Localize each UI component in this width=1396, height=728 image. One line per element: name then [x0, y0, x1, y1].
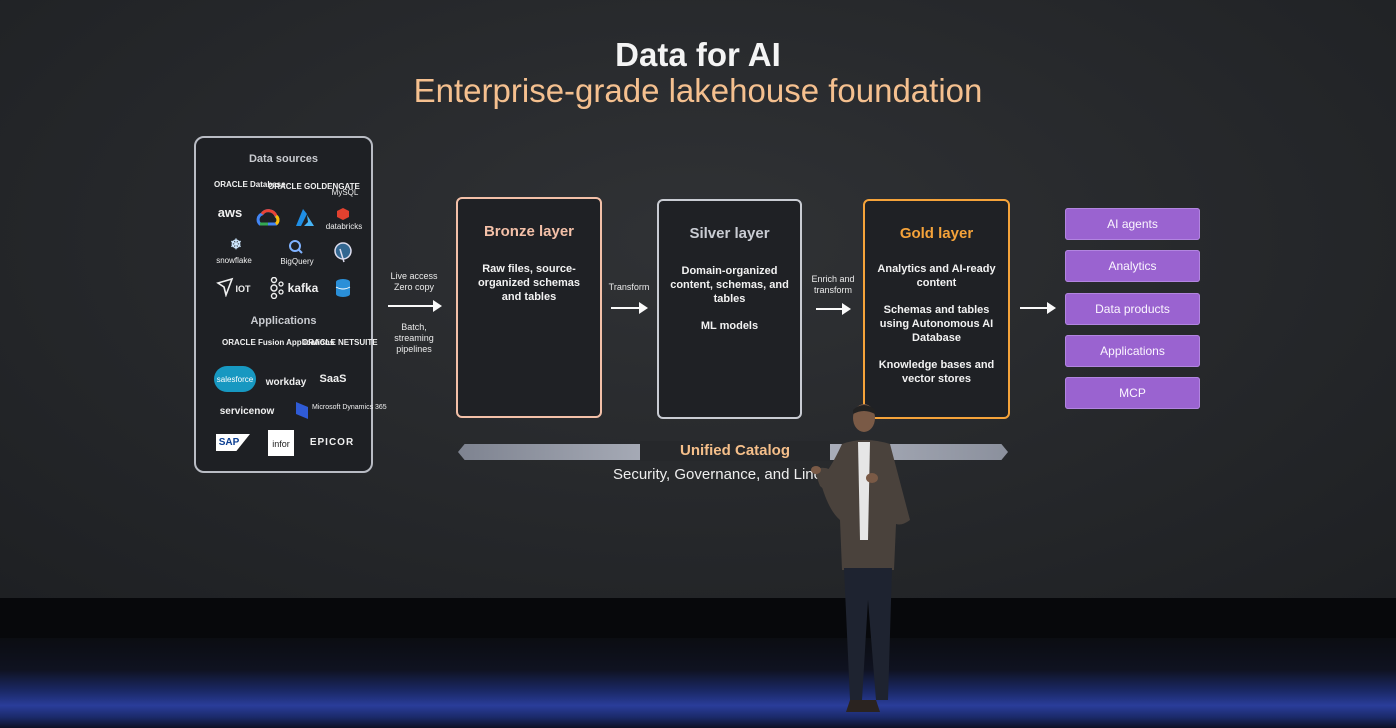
silver-layer-box: Silver layer Domain-organized content, s… [657, 199, 802, 419]
slide-title: Data for AI [615, 36, 781, 73]
oracle-goldengate-logo: ORACLE GOLDENGATE [268, 182, 360, 191]
gold-layer-text-1: Analytics and AI-ready content [877, 263, 996, 289]
saas-logo: SaaS [319, 373, 347, 385]
ingest-bottom-label: Batch, streaming pipelines [394, 322, 434, 354]
silver-layer-text-1: Domain-organized content, schemas, and t… [670, 265, 789, 305]
gold-layer-text-3: Knowledge bases and vector stores [878, 359, 995, 385]
salesforce-cloud-shape [214, 366, 256, 392]
stage-floor [0, 638, 1396, 728]
output-data-products: Data products [1065, 293, 1200, 325]
kafka-logo: kafka [287, 281, 319, 295]
bronze-layer-title: Bronze layer [483, 223, 575, 240]
data-sources-heading: Data sources [248, 153, 319, 165]
bigquery-icon [289, 240, 303, 254]
unified-catalog-label: Unified Catalog [640, 441, 830, 461]
databricks-logo: databricks [325, 222, 363, 231]
output-applications: Applications [1065, 335, 1200, 367]
silver-layer-text-2: ML models [700, 320, 759, 332]
mysql-logo: MySQL [331, 188, 359, 197]
transform-arrow [611, 302, 648, 314]
iot-icon [216, 277, 234, 297]
output-ai-agents: AI agents [1065, 208, 1200, 240]
snowflake-logo: snowflake [216, 256, 252, 265]
gold-layer-title: Gold layer [899, 225, 974, 242]
dynamics365-logo: Microsoft Dynamics 365 [312, 404, 387, 411]
epicor-logo: EPICOR [309, 437, 355, 448]
oracle-database-logo: ORACLE Database [214, 180, 286, 189]
bigquery-logo: BigQuery [280, 257, 314, 266]
google-cloud-icon [256, 209, 280, 226]
output-arrow [1020, 302, 1056, 314]
iot-logo: IOT [235, 284, 251, 294]
ingest-top-label: Live access Zero copy [390, 271, 438, 292]
oracle-netsuite-logo: ORACLE NETSUITE [302, 338, 378, 347]
database-stack-icon [335, 279, 351, 297]
oracle-fusion-logo: ORACLE Fusion Applications [222, 338, 335, 347]
ingest-arrow [388, 300, 442, 312]
catalog-subtitle: Security, Governance, and Lineage [612, 466, 848, 483]
sources-panel: Data sources ORACLE Database ORACLE GOLD… [194, 136, 387, 473]
snowflake-icon: ❄ [230, 236, 242, 252]
dynamics365-icon [296, 402, 308, 419]
bronze-layer-text: Raw files, source-organized schemas and … [477, 263, 581, 303]
databricks-icon [337, 208, 349, 220]
gold-layer-text-2: Schemas and tables using Autonomous AI D… [879, 304, 994, 344]
output-mcp: MCP [1065, 377, 1200, 409]
workday-logo: workday [265, 377, 307, 388]
presenter-figure [811, 404, 910, 712]
infor-logo: infor [272, 439, 290, 449]
transform-label: Transform [608, 282, 650, 292]
infor-badge [268, 430, 294, 456]
enrich-label: Enrich and transform [811, 274, 855, 295]
sap-logo: SAP [218, 437, 240, 448]
postgresql-icon [334, 242, 352, 263]
applications-heading: Applications [250, 315, 317, 327]
salesforce-logo: salesforce [216, 375, 254, 384]
slide-subtitle: Enterprise-grade lakehouse foundation [413, 72, 983, 109]
gold-layer-box: Gold layer Analytics and AI-ready conten… [863, 199, 1010, 419]
silver-layer-title: Silver layer [689, 225, 770, 242]
servicenow-logo: servicenow [219, 406, 275, 417]
aws-logo: aws [217, 205, 243, 220]
enrich-arrow [816, 303, 851, 315]
stage-edge [0, 598, 1396, 638]
output-analytics: Analytics [1065, 250, 1200, 282]
kafka-icon [270, 277, 284, 299]
azure-icon [296, 209, 314, 226]
bronze-layer-box: Bronze layer Raw files, source-organized… [456, 197, 602, 418]
